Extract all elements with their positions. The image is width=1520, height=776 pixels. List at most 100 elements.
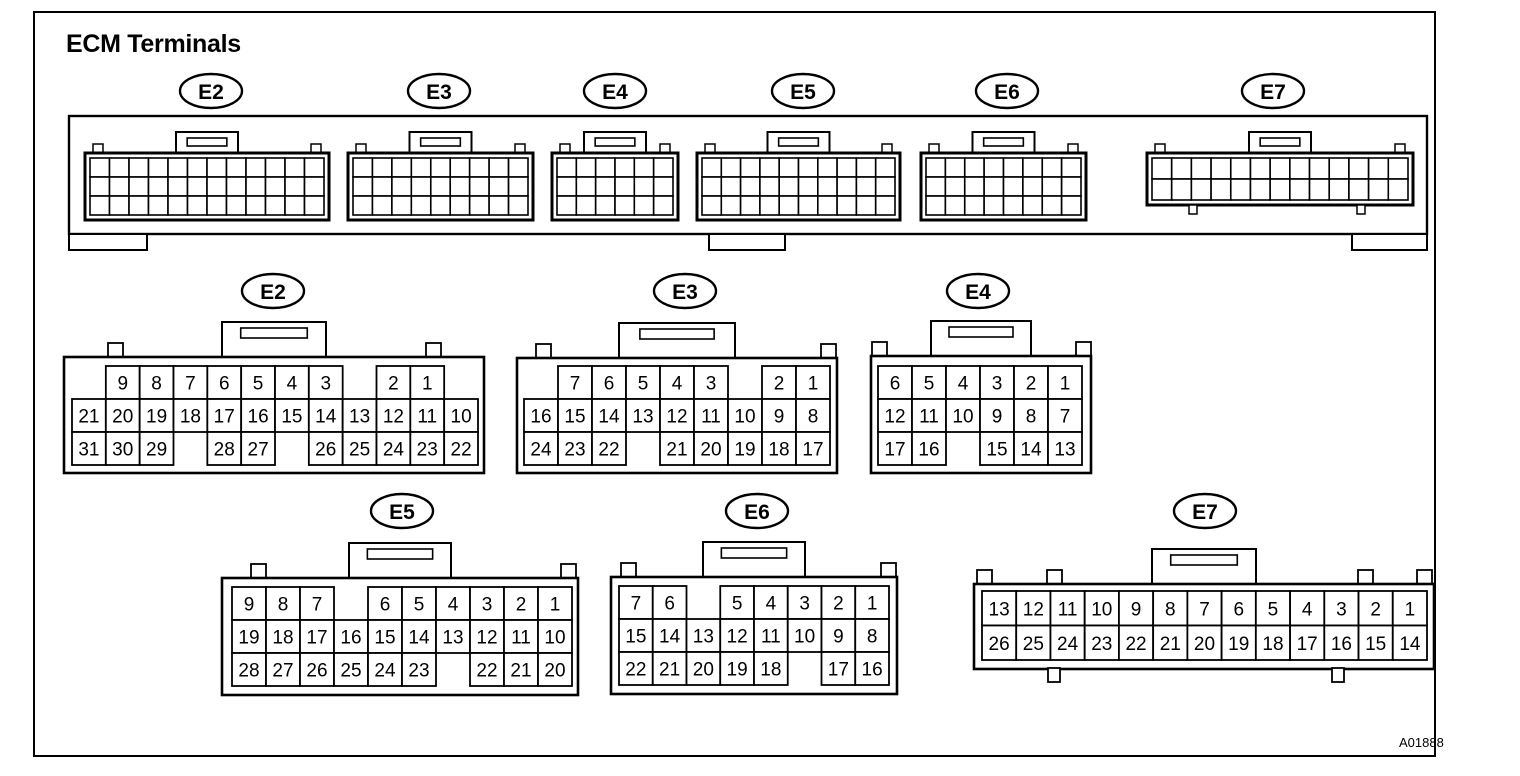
terminal-number: 20: [700, 440, 721, 461]
terminal-cell: [1015, 624, 1052, 661]
terminal-number: 5: [638, 374, 649, 395]
terminal-number: 19: [727, 660, 748, 681]
terminal-cavity: [488, 195, 510, 216]
terminal-cell: [795, 431, 831, 466]
terminal-cavity: [352, 176, 374, 197]
label-text: E5: [790, 81, 816, 104]
terminal-cell: [719, 585, 755, 620]
terminal-cavity: [488, 176, 510, 197]
terminal-number: 21: [659, 660, 680, 681]
terminal-cell: [1289, 624, 1326, 661]
terminal-cavity: [720, 176, 742, 197]
terminal-cavity: [1210, 178, 1232, 201]
terminal-cell: [1047, 398, 1083, 433]
terminal-cavity: [284, 195, 306, 216]
terminal-number: 3: [320, 374, 331, 395]
terminal-cell: [1047, 431, 1083, 466]
terminal-cavity: [1151, 178, 1173, 201]
overview-label-e6: E6: [974, 72, 1040, 110]
terminal-cavity: [1367, 178, 1390, 201]
terminal-cavity: [739, 157, 761, 178]
latch-slot: [948, 326, 1014, 338]
terminal-number: 17: [802, 440, 823, 461]
terminal-number: 29: [146, 440, 167, 461]
terminal-cavity: [1308, 178, 1331, 201]
terminal-number: 13: [989, 599, 1010, 620]
terminal-cavity: [225, 176, 247, 197]
terminal-cavity: [1289, 178, 1311, 201]
diagram-frame: [33, 11, 1436, 757]
terminal-cavity: [1022, 157, 1044, 178]
terminal-number: 20: [693, 660, 714, 681]
pinout-label-e5: E5: [369, 492, 435, 530]
terminal-number: 15: [1365, 634, 1386, 655]
terminal-cavity: [594, 157, 616, 178]
label-text: E6: [744, 501, 770, 524]
terminal-number: 6: [219, 374, 230, 395]
terminal-cavity: [1229, 157, 1252, 180]
label-ellipse: [406, 72, 472, 110]
terminal-cavity: [575, 176, 597, 197]
terminal-number: 12: [476, 628, 497, 649]
terminal-cell: [443, 431, 479, 466]
terminal-cavity: [816, 195, 838, 216]
terminal-cavity: [594, 195, 616, 216]
terminal-number: 1: [550, 595, 561, 616]
terminal-number: 5: [924, 374, 935, 395]
terminal-cell: [367, 586, 403, 621]
terminal-number: 10: [734, 407, 755, 428]
terminal-number: 20: [112, 407, 133, 428]
terminal-cell: [435, 619, 471, 654]
terminal-cavity: [352, 195, 374, 216]
housing-foot-center: [708, 233, 786, 251]
terminal-number: 11: [919, 407, 939, 428]
terminal-number: 19: [1228, 634, 1249, 655]
terminal-cavity: [1190, 157, 1212, 180]
terminal-number: 4: [958, 374, 969, 395]
terminal-number: 3: [1336, 599, 1347, 620]
terminal-number: 17: [214, 407, 235, 428]
housing-foot-right: [1351, 233, 1428, 251]
terminal-cavity: [874, 195, 896, 216]
terminal-number: 1: [1060, 374, 1071, 395]
terminal-cavity: [245, 195, 267, 216]
overview-label-e3: E3: [406, 72, 472, 110]
terminal-cavity: [739, 176, 761, 197]
terminal-cell: [240, 431, 276, 466]
terminal-number: 17: [828, 660, 849, 681]
terminal-cavity: [245, 157, 267, 178]
overview-label-e2: E2: [178, 72, 244, 110]
label-ellipse: [369, 492, 435, 530]
terminal-cell: [274, 398, 310, 433]
terminal-cavity: [167, 176, 189, 197]
terminal-number: 9: [992, 407, 1003, 428]
overview-connector-e7: [1145, 131, 1415, 215]
terminal-cavity: [556, 176, 578, 197]
terminal-cell: [274, 365, 310, 400]
terminal-cavity: [983, 176, 1005, 197]
terminal-number: 24: [530, 440, 552, 461]
terminal-number: 9: [244, 595, 255, 616]
terminal-cavity: [1002, 195, 1024, 216]
terminal-number: 24: [383, 440, 405, 461]
terminal-cavity: [1060, 195, 1082, 216]
terminal-number: 18: [768, 440, 789, 461]
terminal-cell: [469, 586, 505, 621]
label-text: E4: [965, 281, 991, 304]
terminal-number: 1: [808, 374, 819, 395]
terminal-number: 2: [516, 595, 527, 616]
terminal-number: 5: [732, 594, 743, 615]
label-text: E7: [1260, 81, 1286, 104]
terminal-cavity: [1328, 178, 1350, 201]
terminal-number: 17: [306, 628, 327, 649]
terminal-number: 22: [598, 440, 619, 461]
pinout-label-e4: E4: [945, 272, 1011, 310]
label-text: E4: [602, 81, 628, 104]
terminal-number: 7: [312, 595, 323, 616]
terminal-number: 14: [1020, 440, 1042, 461]
terminal-cavity: [925, 176, 947, 197]
terminal-cavity: [468, 176, 490, 197]
terminal-cavity: [245, 176, 267, 197]
terminal-cell: [854, 618, 890, 653]
